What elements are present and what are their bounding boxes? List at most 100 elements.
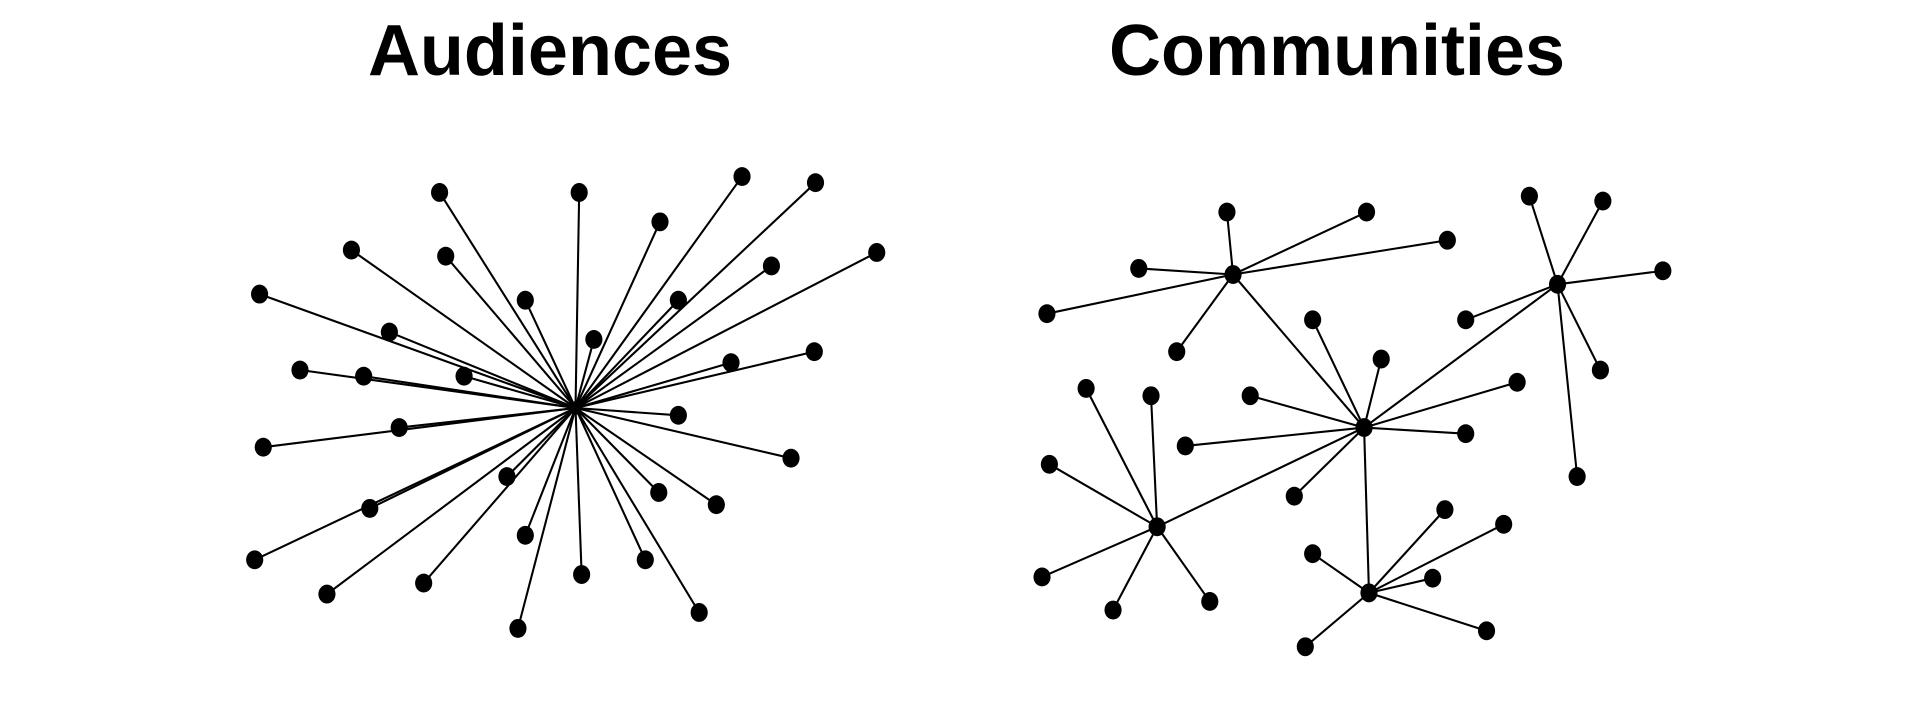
hub-link <box>1363 427 1371 593</box>
edge <box>438 191 577 409</box>
edge <box>1311 319 1366 429</box>
edge <box>1368 591 1487 632</box>
leaf-node <box>1508 372 1526 392</box>
edge <box>1046 273 1234 315</box>
edge <box>259 293 576 409</box>
edge <box>524 299 577 409</box>
leaf-node <box>1438 230 1456 250</box>
edge <box>574 339 595 409</box>
leaf-node <box>455 366 473 386</box>
communities-network <box>1033 186 1672 657</box>
hub-node <box>1360 583 1378 603</box>
leaf-node <box>516 525 534 545</box>
edge <box>574 407 660 494</box>
edge <box>1368 577 1433 594</box>
edge <box>1041 525 1158 578</box>
hub-link <box>1156 426 1365 528</box>
edge <box>1528 195 1559 285</box>
edge <box>1364 426 1466 435</box>
edge <box>1249 394 1365 429</box>
leaf-node <box>380 322 398 342</box>
hub-node <box>569 401 582 415</box>
edge <box>574 407 701 614</box>
leaf-node <box>1038 304 1056 324</box>
edge <box>326 407 577 595</box>
leaf-node <box>1477 621 1496 641</box>
edge <box>1363 358 1383 428</box>
edge <box>574 299 680 409</box>
edge <box>1556 283 1602 371</box>
edge <box>363 375 576 410</box>
leaf-node <box>669 290 687 310</box>
edge <box>574 181 817 409</box>
edge <box>575 350 815 410</box>
leaf-node <box>636 550 654 570</box>
leaf-node <box>1104 600 1122 620</box>
leaf-node <box>690 603 708 622</box>
hub-link <box>1363 283 1559 429</box>
leaf-node <box>585 329 603 349</box>
leaf-node <box>342 240 360 260</box>
edge <box>463 375 576 409</box>
leaf-node <box>1201 592 1219 611</box>
leaf-node <box>782 448 800 468</box>
leaf-node <box>1130 258 1148 278</box>
communities-title: Communities <box>1108 11 1566 91</box>
edge <box>575 406 792 460</box>
audiences-title: Audiences <box>367 11 733 91</box>
leaf-node <box>1241 386 1259 406</box>
leaf-node <box>1594 191 1612 211</box>
hub-node <box>1548 274 1567 294</box>
leaf-node <box>390 418 408 438</box>
leaf-node <box>415 573 433 593</box>
edge <box>524 407 577 536</box>
edge <box>1368 508 1446 594</box>
leaf-node <box>1457 310 1475 330</box>
hub-node <box>1148 517 1166 537</box>
edge <box>506 407 577 478</box>
edge <box>263 406 576 449</box>
edge <box>1465 283 1558 321</box>
hub-node <box>1355 418 1373 438</box>
leaf-node <box>650 483 668 502</box>
leaf-node <box>318 584 336 604</box>
leaf-node <box>498 467 516 486</box>
leaf-node <box>1040 454 1058 474</box>
edge <box>388 331 576 409</box>
leaf-node <box>1296 637 1314 657</box>
leaf-node <box>361 498 379 518</box>
leaf-node <box>431 183 449 202</box>
edge <box>1185 426 1365 447</box>
leaf-node <box>509 618 527 638</box>
leaf-node <box>1285 486 1303 506</box>
edge <box>1085 387 1159 528</box>
leaf-node <box>1520 186 1538 206</box>
leaf-node <box>762 256 780 276</box>
leaf-node <box>570 183 588 202</box>
edge <box>574 175 743 409</box>
leaf-node <box>1591 360 1609 380</box>
leaf-node <box>573 565 591 584</box>
leaf-node <box>1304 544 1322 564</box>
leaf-node <box>1568 467 1586 486</box>
edge <box>574 407 583 575</box>
edge <box>254 407 576 561</box>
edge <box>575 406 679 417</box>
hub-node <box>1224 265 1242 284</box>
leaf-node <box>1033 567 1051 587</box>
edge <box>575 361 732 409</box>
leaf-node <box>1218 202 1236 222</box>
leaf-node <box>1424 568 1442 588</box>
edge <box>1232 211 1367 276</box>
leaf-node <box>651 212 669 232</box>
leaf-node <box>868 243 886 262</box>
edge <box>1149 395 1159 527</box>
edge <box>1232 239 1448 276</box>
leaf-node <box>355 366 373 386</box>
edge <box>1363 381 1518 429</box>
leaf-node <box>1176 436 1194 456</box>
leaf-node <box>251 284 269 304</box>
edge <box>1112 526 1159 611</box>
leaf-node <box>806 173 825 193</box>
